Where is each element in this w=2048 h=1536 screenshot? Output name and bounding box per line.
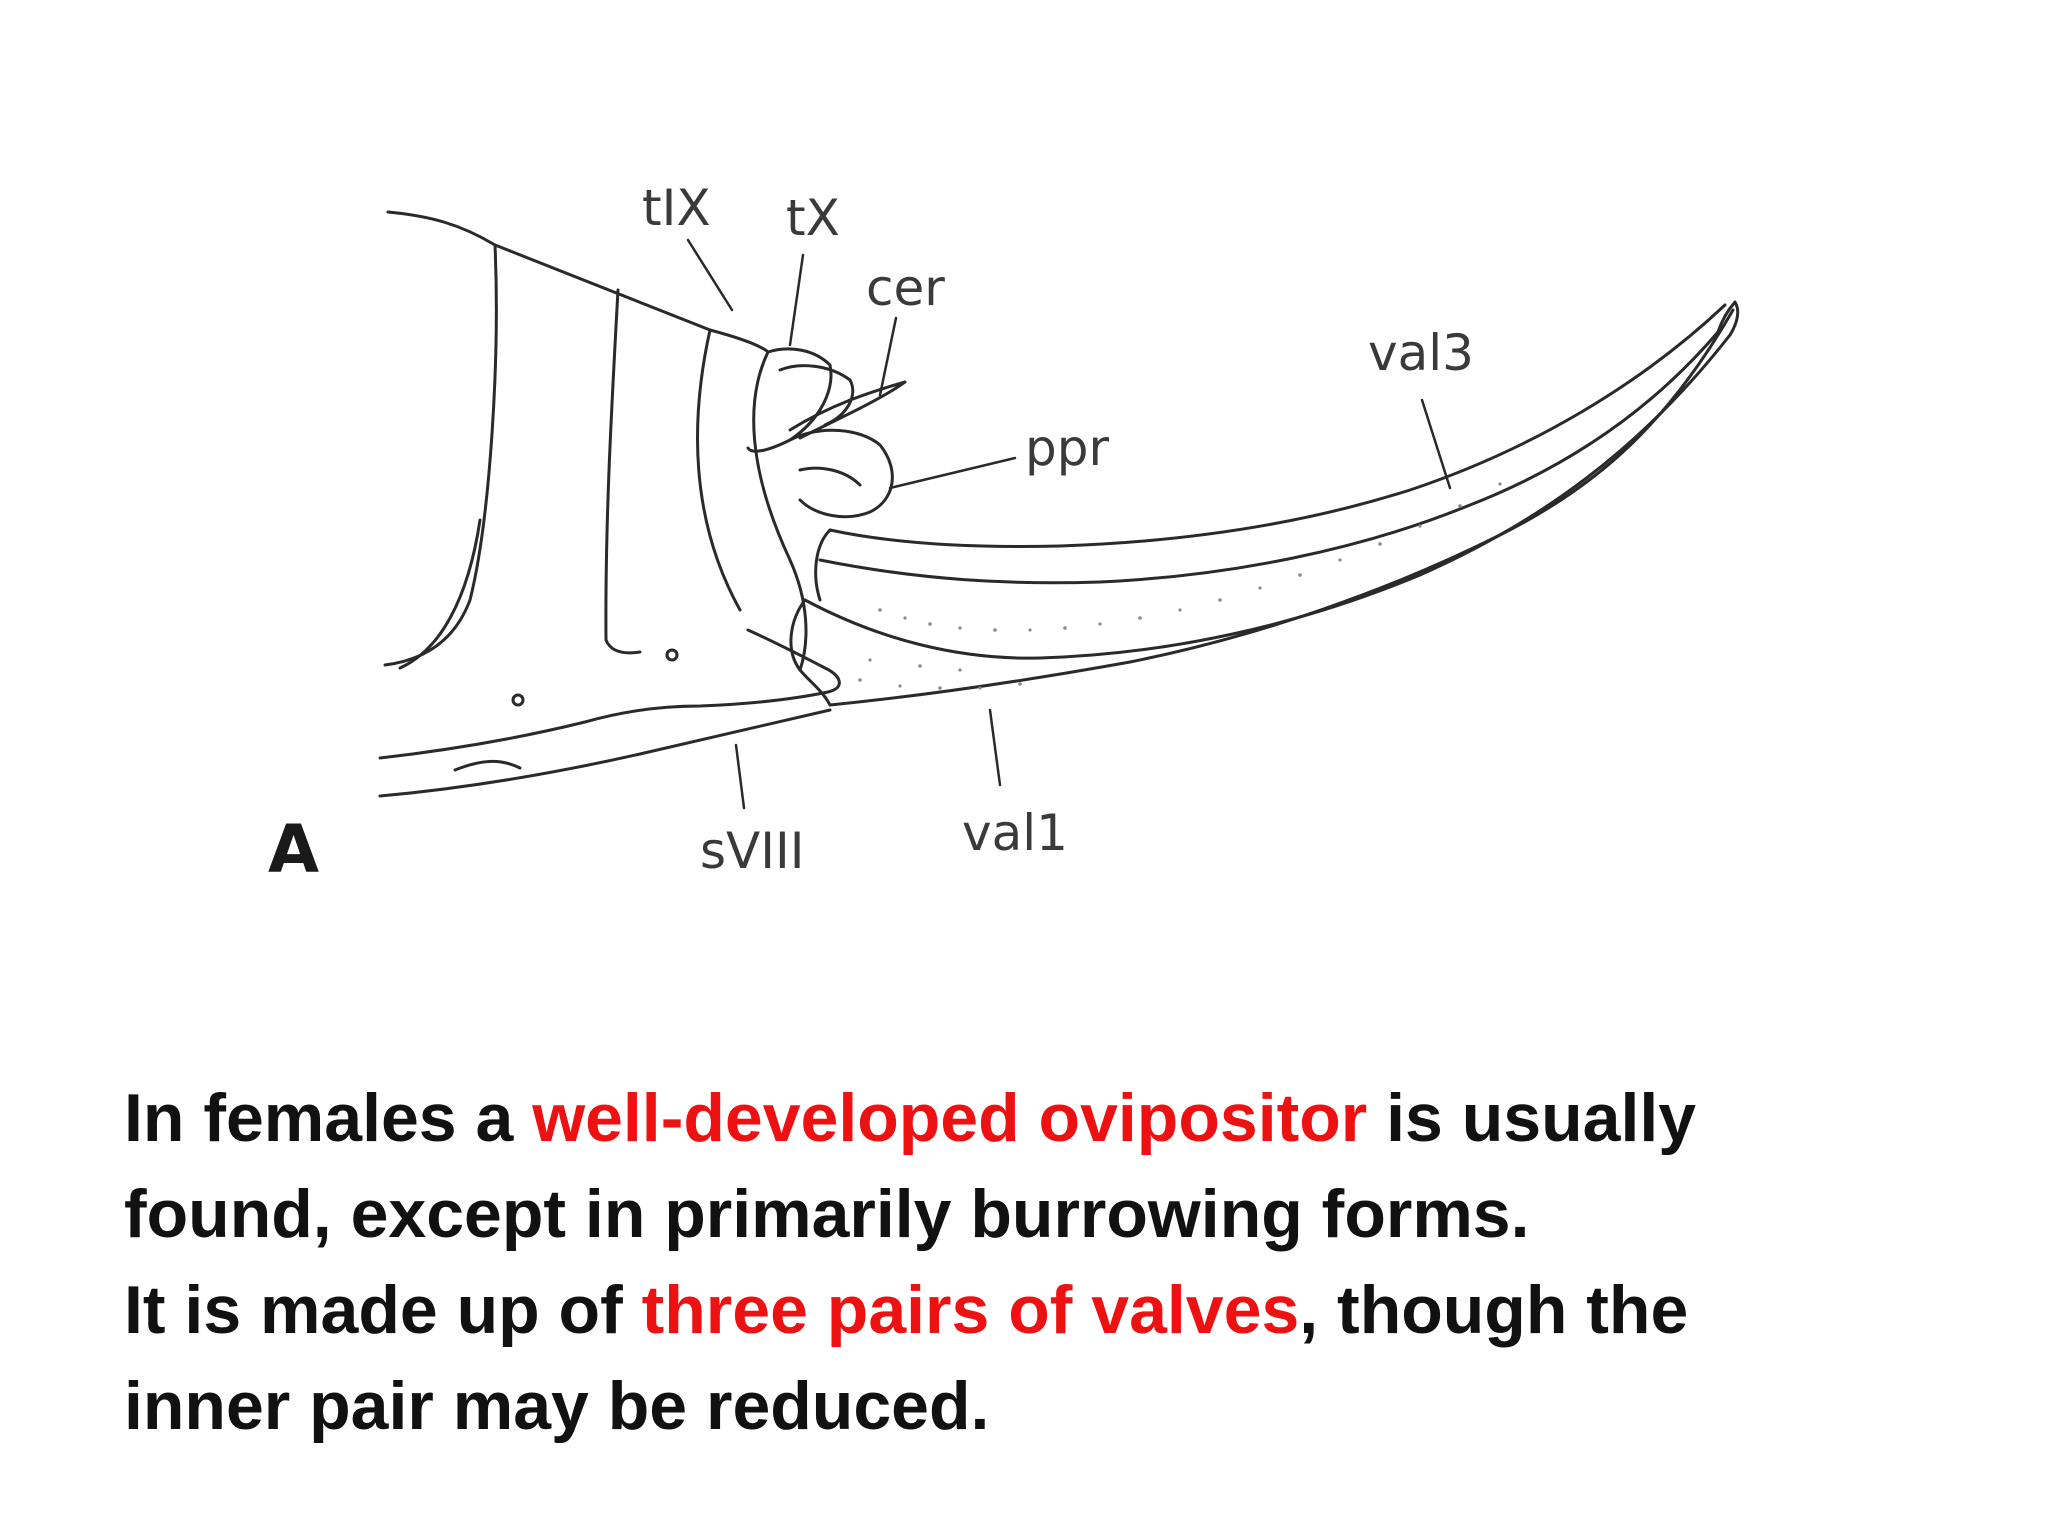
sternite-fold — [453, 759, 522, 772]
caption-line-3-post: , though the — [1299, 1272, 1689, 1348]
caption-line-3-pre: It is made up of — [124, 1272, 642, 1348]
caption-line-1-post: is usually — [1367, 1080, 1697, 1156]
sternite-viii — [378, 628, 841, 760]
spiracle-1 — [511, 693, 525, 707]
tergite-x — [778, 364, 855, 427]
leader-ppr — [888, 456, 1017, 490]
valve-base-inner — [814, 528, 832, 602]
leader-val1 — [988, 708, 1002, 787]
caption-line-3: It is made up of three pairs of valves, … — [124, 1262, 1984, 1358]
leader-sVIII — [734, 743, 746, 810]
caption-line-4: inner pair may be reduced. — [124, 1368, 990, 1444]
segment-line-1b — [398, 518, 482, 670]
caption-text: In females a well-developed ovipositor i… — [124, 1070, 1984, 1454]
segment-line-2 — [604, 288, 642, 655]
valve-base — [789, 598, 832, 707]
caption-line-1-pre: In females a — [124, 1080, 533, 1156]
valve-3-inner-edge — [818, 330, 1720, 585]
highlight-ovipositor: well-developed ovipositor — [532, 1080, 1368, 1156]
ventral-outline — [378, 708, 832, 798]
cercus — [788, 380, 907, 440]
valve-1-lower-edge — [828, 308, 1735, 707]
tergite-ix-lobe — [746, 347, 833, 453]
label-tX: tX — [786, 189, 840, 247]
ovipositor-tip — [1716, 300, 1740, 337]
leader-cer — [878, 316, 898, 397]
valve-1-upper-edge — [803, 333, 1732, 660]
label-ppr: ppr — [1025, 419, 1109, 477]
label-val1: val1 — [962, 804, 1068, 862]
label-tIX: tIX — [642, 179, 711, 237]
highlight-valves: three pairs of valves — [641, 1272, 1300, 1348]
caption-line-2: found, except in primarily burrowing for… — [124, 1176, 1530, 1252]
leader-tX — [788, 253, 805, 347]
paraproct-inner — [798, 466, 862, 487]
paraproct — [788, 428, 894, 519]
label-cer: cer — [866, 259, 945, 317]
segment-line-3 — [696, 328, 742, 612]
leader-tIX — [686, 238, 734, 312]
caption-line-1: In females a well-developed ovipositor i… — [124, 1070, 1984, 1166]
spiracle-2 — [665, 648, 679, 662]
panel-label: A — [268, 811, 319, 888]
ovipositor-diagram: tIX tX cer ppr val3 sVIII val1 A — [268, 179, 1740, 888]
label-val3: val3 — [1368, 324, 1474, 382]
valve-3-upper-edge — [828, 303, 1727, 549]
segment-line-1 — [383, 243, 498, 667]
segment-line-4 — [752, 350, 808, 672]
label-sVIII: sVIII — [700, 822, 805, 880]
leader-val3 — [1420, 398, 1452, 490]
